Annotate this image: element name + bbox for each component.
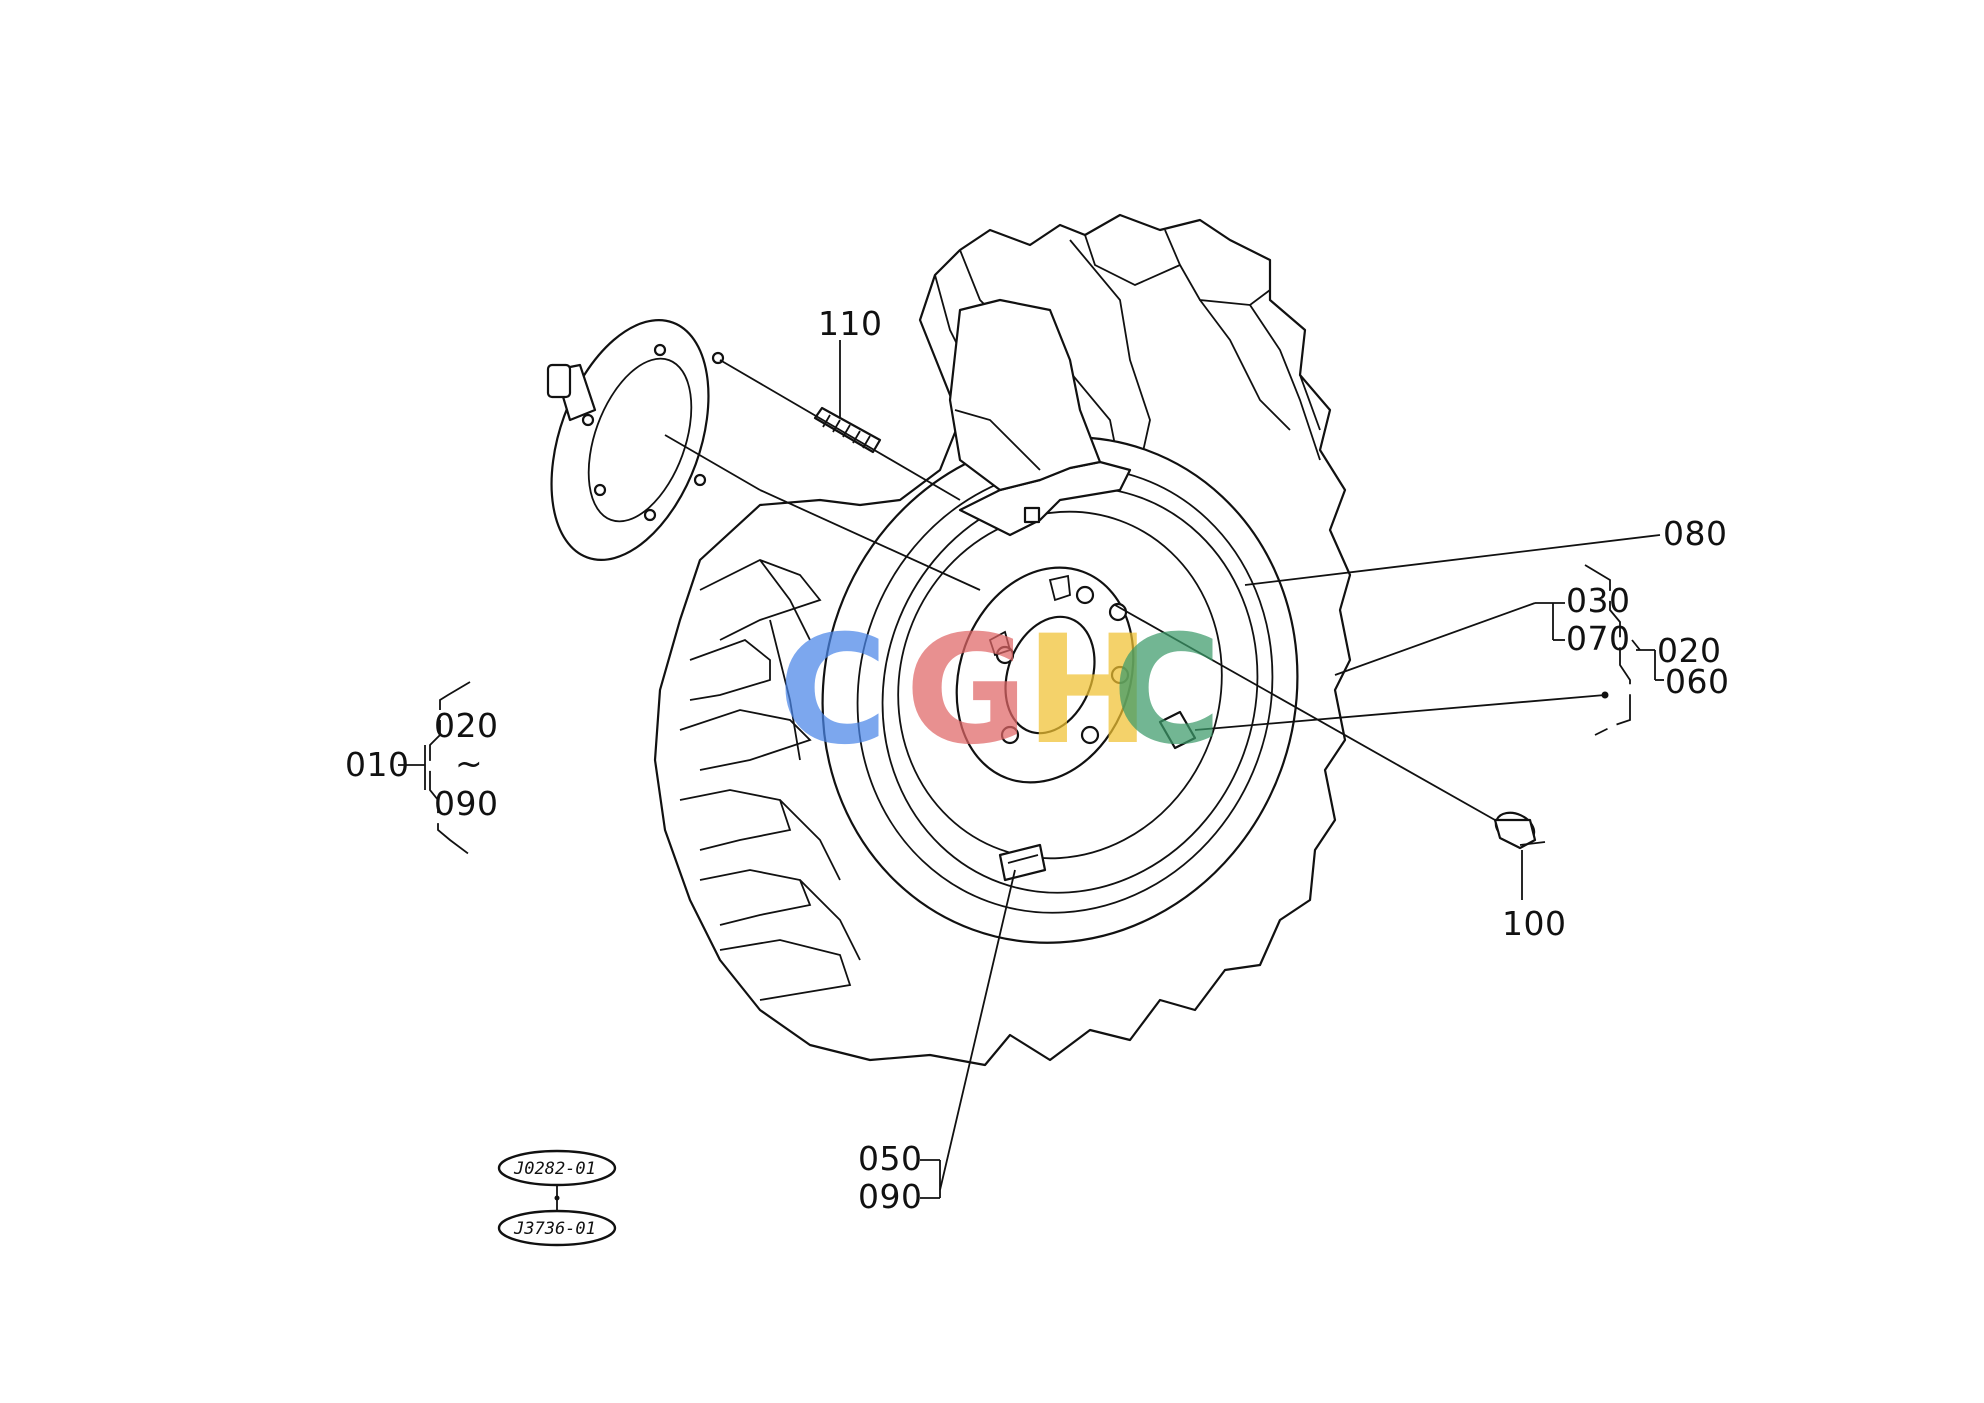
label-030: 030 <box>1566 581 1631 620</box>
label-110: 110 <box>818 304 883 343</box>
label-050: 050 <box>858 1139 923 1178</box>
label-060: 060 <box>1665 662 1730 701</box>
ref-code-2: J3736-01 <box>513 1219 596 1239</box>
ref-oval-2 <box>497 1209 617 1247</box>
watermark: C G H C <box>778 604 1222 778</box>
reference-codes: J0282-01 J3736-01 <box>497 1149 617 1247</box>
watermark-letter-g: G <box>905 604 1028 778</box>
label-020-right: 020 <box>1657 631 1722 670</box>
watermark-letter-h: H <box>1025 604 1151 778</box>
leader-lines <box>398 340 1664 1199</box>
ref-code-1: J0282-01 <box>513 1159 596 1179</box>
wheel-weight-plate <box>948 298 1132 537</box>
part-labels: 110 080 030 070 020 060 100 050 090 010 … <box>345 304 1730 1216</box>
hub-bolt <box>1158 710 1197 750</box>
label-090-left: 090 <box>434 784 499 823</box>
lug-nut <box>1493 811 1537 850</box>
hub-flange <box>546 319 725 561</box>
wheel-rim <box>821 436 1299 944</box>
label-090-bottom: 090 <box>858 1177 923 1216</box>
watermark-letter-c2: C <box>1112 604 1222 778</box>
label-080: 080 <box>1663 514 1728 553</box>
label-010: 010 <box>345 745 410 784</box>
label-tilde: ~ <box>455 744 483 783</box>
stud-bolt <box>813 406 882 454</box>
label-100: 100 <box>1502 904 1567 943</box>
label-020-left: 020 <box>434 706 499 745</box>
label-070: 070 <box>1566 619 1631 658</box>
watermark-letter-c1: C <box>778 604 888 778</box>
